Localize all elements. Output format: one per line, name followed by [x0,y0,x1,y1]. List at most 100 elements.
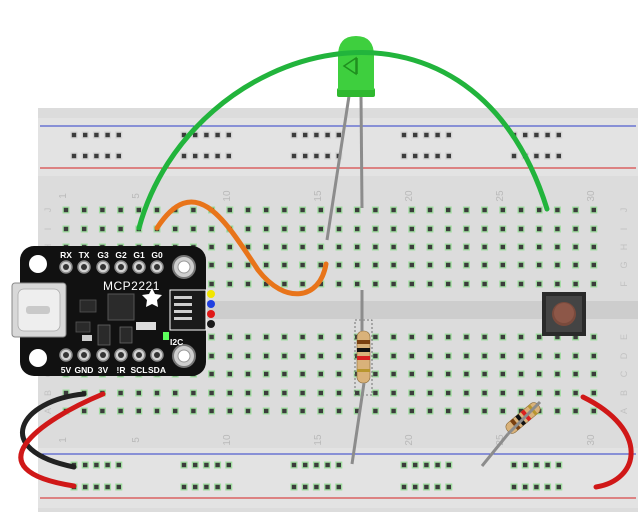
rail-hole [301,483,309,491]
breadboard-hole [317,407,325,415]
breadboard-hole [262,225,270,233]
breadboard-hole [408,389,416,397]
breadboard-hole [590,333,598,341]
breadboard-hole [572,243,580,251]
green-wire [136,50,550,231]
breadboard-hole [171,225,179,233]
breadboard-hole [371,280,379,288]
breadboard-hole [371,261,379,269]
pin-pad [114,348,128,362]
pin-pad [150,260,164,274]
breadboard-hole [462,243,470,251]
breadboard-hole [353,407,361,415]
rail-hole [324,461,332,469]
rail-hole [335,483,343,491]
breadboard-hole [62,225,70,233]
rail-hole [411,152,419,160]
breadboard-hole [280,261,288,269]
rail-hole [290,131,298,139]
row-letter: C [619,370,629,377]
breadboard-hole [426,352,434,360]
pin-pad [96,348,110,362]
breadboard-hole [135,407,143,415]
breadboard-hole [499,352,507,360]
breadboard-hole [98,225,106,233]
breadboard-hole [481,280,489,288]
row-letter: G [619,261,629,268]
breadboard-hole [462,352,470,360]
breadboard-hole [262,261,270,269]
rail-hole [104,483,112,491]
breadboard-hole [590,389,598,397]
breadboard-hole [553,225,561,233]
breadboard-hole [499,280,507,288]
breadboard-hole [335,243,343,251]
adafruit-star-logo [142,288,162,307]
breadboard-hole [226,243,234,251]
breadboard-hole [572,352,580,360]
breadboard-hole [590,280,598,288]
breadboard-hole [444,389,452,397]
breadboard-hole [262,370,270,378]
breadboard-hole [280,389,288,397]
breadboard-hole [371,225,379,233]
rail-hole [422,461,430,469]
rail-hole [92,131,100,139]
column-number: 1 [58,437,69,443]
rail-hole [434,483,442,491]
breadboard-hole [535,280,543,288]
breadboard-hole [517,389,525,397]
breadboard-hole [390,333,398,341]
rail-hole [81,131,89,139]
breadboard-hole [590,370,598,378]
breadboard-hole [98,206,106,214]
mounting-hole [29,349,47,367]
breadboard-hole [499,370,507,378]
breadboard-hole [481,352,489,360]
pin-label-bottom: !R [117,365,126,375]
breadboard-hole [62,389,70,397]
pin-label-top: TX [79,250,90,260]
breadboard-hole [390,243,398,251]
rail-hole [544,131,552,139]
breadboard-hole [244,407,252,415]
breadboard-hole [171,407,179,415]
breadboard-hole [408,225,416,233]
breadboard-hole [208,389,216,397]
breadboard-hole [153,389,161,397]
pin-label-top: G0 [151,250,163,260]
rail-hole [214,152,222,160]
breadboard-hole [262,206,270,214]
rail-hole [301,461,309,469]
breadboard-hole [553,261,561,269]
rail-hole [312,131,320,139]
breadboard-hole [444,243,452,251]
breadboard-hole [208,407,216,415]
breadboard-hole [244,333,252,341]
breadboard-hole [353,243,361,251]
rail-hole [202,461,210,469]
breadboard-hole [462,206,470,214]
row-letter: F [619,281,629,287]
breadboard-hole [280,333,288,341]
black-wire [20,391,87,470]
pin-pad [59,260,73,274]
led-icon [325,36,375,241]
pin-pad [132,260,146,274]
breadboard-hole [553,370,561,378]
rail-hole [324,152,332,160]
column-number: 5 [131,193,142,199]
breadboard-hole [390,352,398,360]
pin-label-bottom: SCL [131,365,148,375]
breadboard-hole [189,389,197,397]
column-number: 30 [586,434,597,446]
rail-hole [312,483,320,491]
stemma-connector-icon [169,289,215,331]
rail-hole [434,461,442,469]
breadboard-hole [371,389,379,397]
breadboard-hole [153,206,161,214]
pushbutton-icon[interactable] [542,292,586,336]
breadboard-hole [262,352,270,360]
breadboard-hole [444,407,452,415]
breadboard-hole [244,206,252,214]
